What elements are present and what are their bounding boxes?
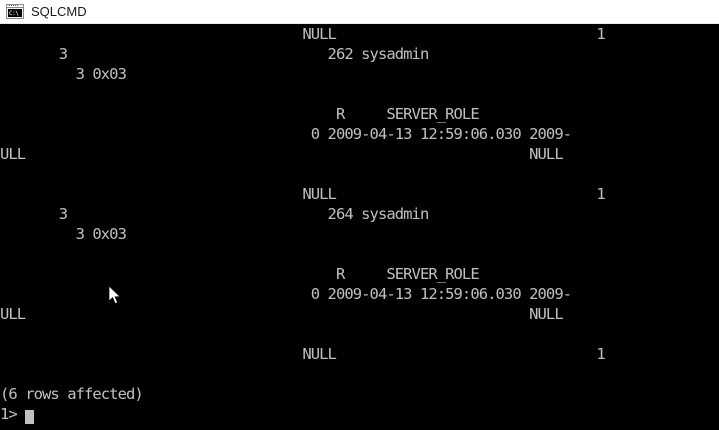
window-titlebar[interactable]: C:\ SQLCMD [0, 0, 719, 24]
console-icon-screen [8, 9, 22, 17]
console-icon-prompt-text: C:\ [9, 10, 19, 17]
text-cursor [25, 410, 35, 424]
console-icon-dots [9, 5, 18, 8]
console-icon-titlebar [7, 5, 23, 8]
console-window-icon: C:\ [6, 4, 24, 19]
window-title: SQLCMD [31, 3, 87, 19]
console-output-area[interactable]: NULL 1 3 262 sysadmin 3 0x03 R SERVER_RO… [0, 24, 719, 430]
console-text-buffer: NULL 1 3 262 sysadmin 3 0x03 R SERVER_RO… [0, 25, 606, 423]
